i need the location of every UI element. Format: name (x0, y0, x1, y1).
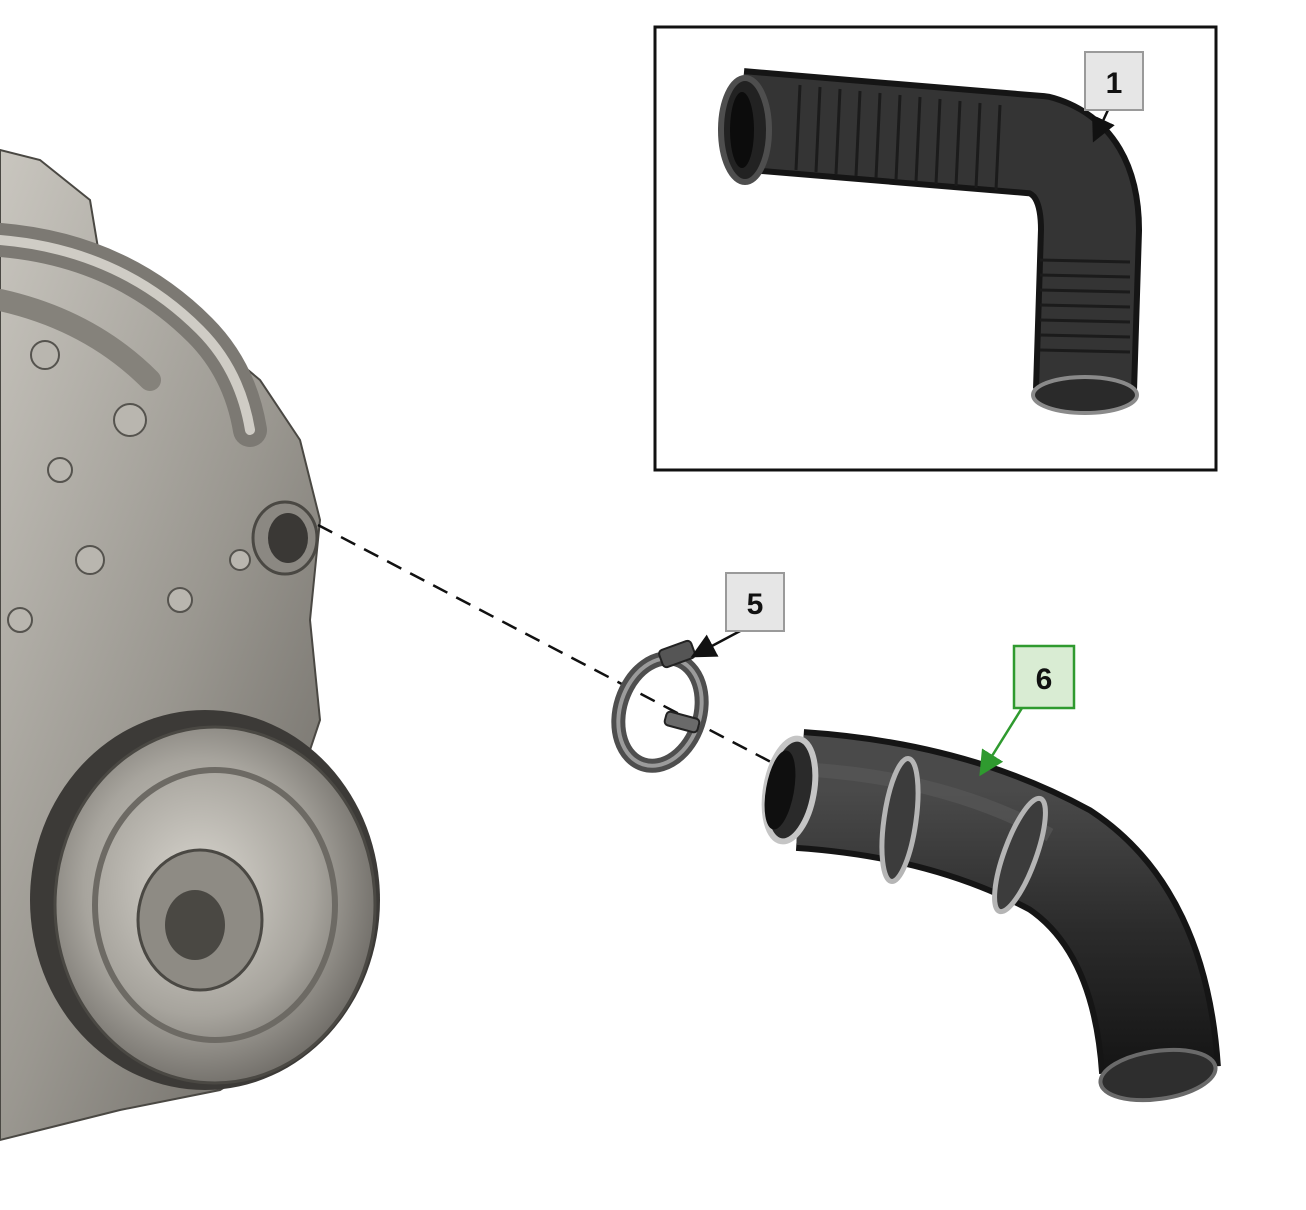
assembly-dashed-line (317, 523, 791, 774)
callout-5-box (725, 572, 785, 632)
air-intake-elbow-hose (761, 729, 1221, 1103)
engine-block (0, 148, 380, 1142)
callout-1[interactable]: 1 (1084, 51, 1144, 143)
callout-6-box (1012, 644, 1076, 710)
callout-5-label: 5 (747, 588, 764, 621)
callout-5-leader-arrow (690, 628, 743, 658)
callout-5[interactable]: 5 (690, 572, 785, 658)
engine-outlet-port (251, 500, 319, 576)
callout-1-leader-arrow (1092, 109, 1115, 143)
hose-clamp (611, 639, 709, 773)
callout-1-box (1084, 51, 1144, 111)
callout-6-leader-arrow (979, 707, 1024, 777)
corrugation-ribs-upper (794, 84, 1002, 191)
callout-6[interactable]: 6 (979, 644, 1076, 777)
callout-6-label: 6 (1036, 663, 1053, 696)
callout-1-label: 1 (1106, 67, 1123, 100)
inset-corrugated-elbow-hose (718, 68, 1142, 415)
crankshaft-pulley (30, 710, 380, 1090)
corrugation-ribs-lower (1039, 258, 1131, 354)
